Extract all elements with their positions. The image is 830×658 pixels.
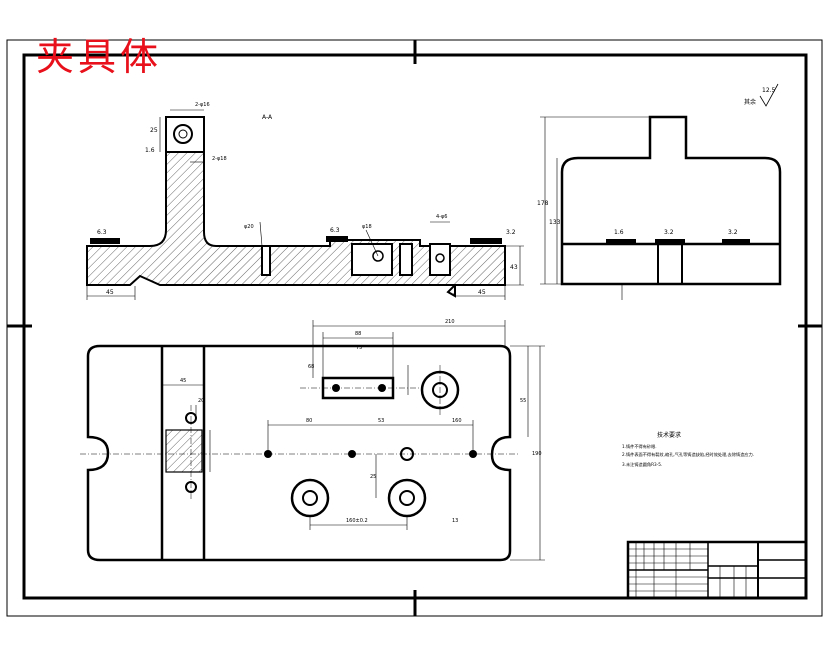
top-dim-14: 55 (520, 398, 526, 404)
title-block (626, 540, 808, 600)
top-dim-13: 13 (452, 518, 458, 524)
side-dim-1: 178 (537, 200, 549, 207)
top-dim-6: 20 (198, 398, 204, 404)
top-dim-2: 75 (356, 345, 362, 351)
technical-requirements: 技术要求 1.铸件不得有砂眼. 2.铸件表面不得有裂纹,缩孔,气孔等铸造缺陷,经… (622, 431, 754, 468)
pad-3 (470, 238, 502, 244)
top-boss (165, 116, 205, 153)
front-rough-2: 6.3 (330, 227, 340, 234)
top-dim-1: 88 (355, 331, 361, 337)
top-dim-11: 160±0.2 (346, 518, 368, 524)
pad-2 (326, 236, 348, 242)
top-dimensions (162, 320, 545, 561)
top-dim-8: 53 (378, 418, 384, 424)
center-lines (80, 365, 520, 500)
front-dimensions (86, 109, 524, 300)
front-rough-4: 1.6 (145, 147, 155, 154)
front-callout-5: 4-φ6 (436, 214, 447, 220)
roughness-symbol (759, 83, 779, 107)
top-view: 88 75 210 68 45 20 80 53 160 190 160±0.2… (80, 319, 545, 562)
side-pad-2 (655, 239, 685, 244)
front-dim-3: 43 (510, 264, 518, 271)
top-dim-7: 80 (306, 418, 312, 424)
top-dim-12: 25 (370, 474, 376, 480)
section-slot-3 (399, 243, 413, 276)
drawing-title-label: 夹具体 (36, 35, 163, 79)
front-rough-3: 3.2 (506, 229, 516, 236)
top-dim-5: 45 (180, 378, 186, 384)
section-slot-4 (429, 243, 451, 276)
side-pad-1 (606, 239, 636, 244)
inner-border (22, 53, 808, 600)
section-slot-2 (351, 243, 393, 276)
front-dim-4: 25 (150, 127, 158, 134)
tech-line-3: 3.未注铸造圆角R3-5. (622, 461, 662, 468)
side-pad-3 (722, 239, 750, 244)
top-dim-4: 68 (308, 364, 314, 370)
tech-heading: 技术要求 (657, 431, 681, 439)
section-label: A-A (262, 114, 273, 121)
side-body-outline (560, 115, 782, 286)
section-hole-2 (435, 253, 445, 263)
tech-line-2: 2.铸件表面不得有裂纹,缩孔,气孔等铸造缺陷,经时效处理,去除铸造应力. (622, 451, 754, 458)
top-dim-10: 190 (532, 451, 542, 457)
top-dim-3: 210 (445, 319, 455, 325)
side-rough-1: 1.6 (614, 229, 624, 236)
side-dimensions (540, 116, 650, 300)
side-rough-2: 3.2 (664, 229, 674, 236)
front-callout-4: φ18 (362, 224, 372, 230)
roughness-note: 其余 (744, 98, 756, 106)
pad-1 (90, 238, 120, 244)
roughness-general: 12.5 (762, 87, 776, 94)
side-dim-2: 133 (549, 219, 561, 226)
insert-block (165, 429, 203, 473)
side-view: 178 133 1.6 3.2 3.2 其余 12.5 (537, 83, 782, 300)
side-slot (657, 243, 683, 285)
boss-hole (173, 124, 193, 144)
outer-frame (6, 39, 823, 617)
front-rough-1: 6.3 (97, 229, 107, 236)
tech-line-1: 1.铸件不得有砂眼. (622, 443, 657, 450)
side-rough-3: 3.2 (728, 229, 738, 236)
front-callout-1: 2-φ16 (195, 102, 210, 108)
front-dim-1: 45 (106, 289, 114, 296)
section-slot-1 (261, 245, 271, 276)
front-dim-2: 45 (478, 289, 486, 296)
front-callout-3: φ20 (244, 224, 254, 230)
top-dim-9: 160 (452, 418, 462, 424)
front-section-view: 45 45 43 25 6.3 6.3 3.2 1.6 2-φ16 2-φ18 … (86, 102, 524, 300)
section-hole (372, 250, 384, 262)
boss-circles (290, 370, 460, 518)
front-callout-2: 2-φ18 (212, 156, 227, 162)
boss-hole-inner (178, 129, 188, 139)
top-body-outline (86, 344, 512, 562)
